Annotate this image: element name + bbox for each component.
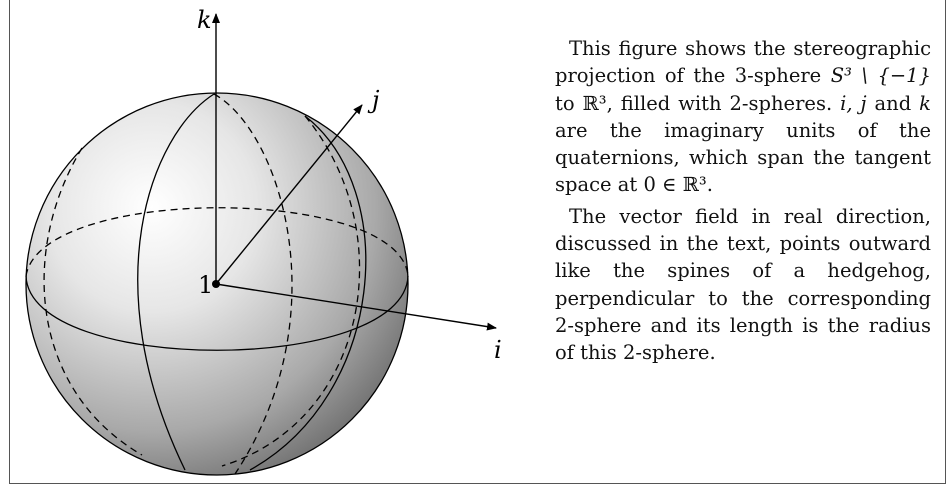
caption-paragraph-1: This figure shows the stereographic proj… [555,37,931,197]
j-label: j [367,86,380,114]
meridian-front [137,93,215,471]
caption: This figure shows the stereographic proj… [555,35,931,367]
origin-label: 1 [198,271,213,299]
k-label: k [197,6,212,34]
i-axis-arrow [215,283,497,331]
equator-back-dashed [25,207,409,277]
j-axis-arrow [215,104,363,285]
meridian-side-back-dashed [221,115,361,467]
origin-dot [212,280,220,288]
i-label: i [494,336,502,364]
left-arc-dashed [43,147,143,456]
meridian-back-dashed [213,93,293,475]
meridian-side-front [249,115,367,471]
figure-frame [9,0,946,484]
caption-paragraph-2: The vector field in real direction, disc… [555,204,931,365]
